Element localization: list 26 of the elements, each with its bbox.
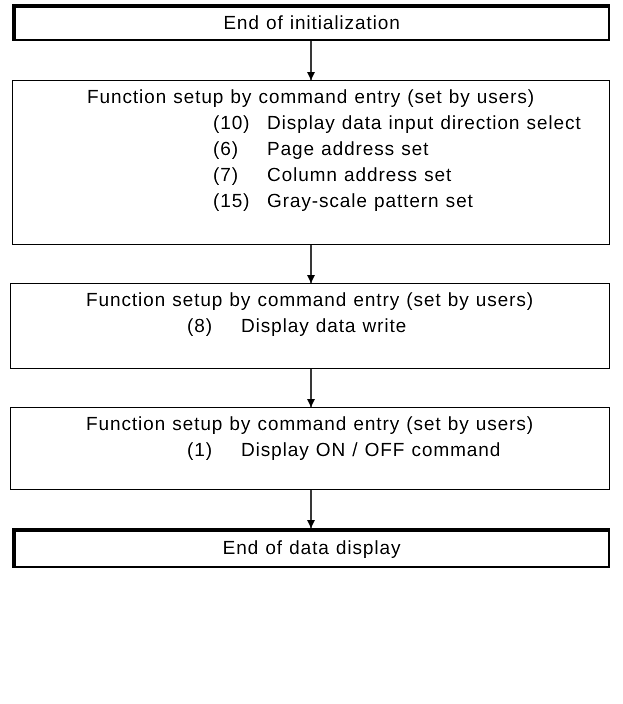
arrow	[307, 490, 315, 528]
box-heading: Function setup by command entry (set by users)	[85, 414, 535, 436]
box-heading: Function setup by command entry (set by users)	[85, 290, 535, 312]
command-number: (10)	[213, 113, 250, 135]
process-box	[12, 80, 610, 245]
arrow	[307, 369, 315, 407]
command-number: (7)	[213, 165, 239, 187]
terminal-box	[12, 4, 610, 41]
command-name: Display ON / OFF command	[241, 440, 502, 462]
arrow	[307, 245, 315, 283]
command-number: (15)	[213, 191, 250, 213]
box-heading: End of initialization	[222, 12, 402, 34]
command-number: (8)	[187, 316, 213, 338]
command-name: Page address set	[267, 139, 430, 161]
box-heading: End of data display	[222, 538, 402, 560]
box-heading: Function setup by command entry (set by users)	[86, 87, 536, 109]
command-name: Column address set	[267, 165, 452, 187]
command-name: Gray-scale pattern set	[267, 191, 474, 213]
command-number: (6)	[213, 139, 239, 161]
process-box	[10, 283, 610, 369]
command-name: Display data input direction select	[267, 113, 582, 135]
arrow	[307, 41, 315, 80]
terminal-box	[12, 528, 610, 568]
command-number: (1)	[187, 440, 213, 462]
process-box	[10, 407, 610, 490]
command-name: Display data write	[241, 316, 408, 338]
